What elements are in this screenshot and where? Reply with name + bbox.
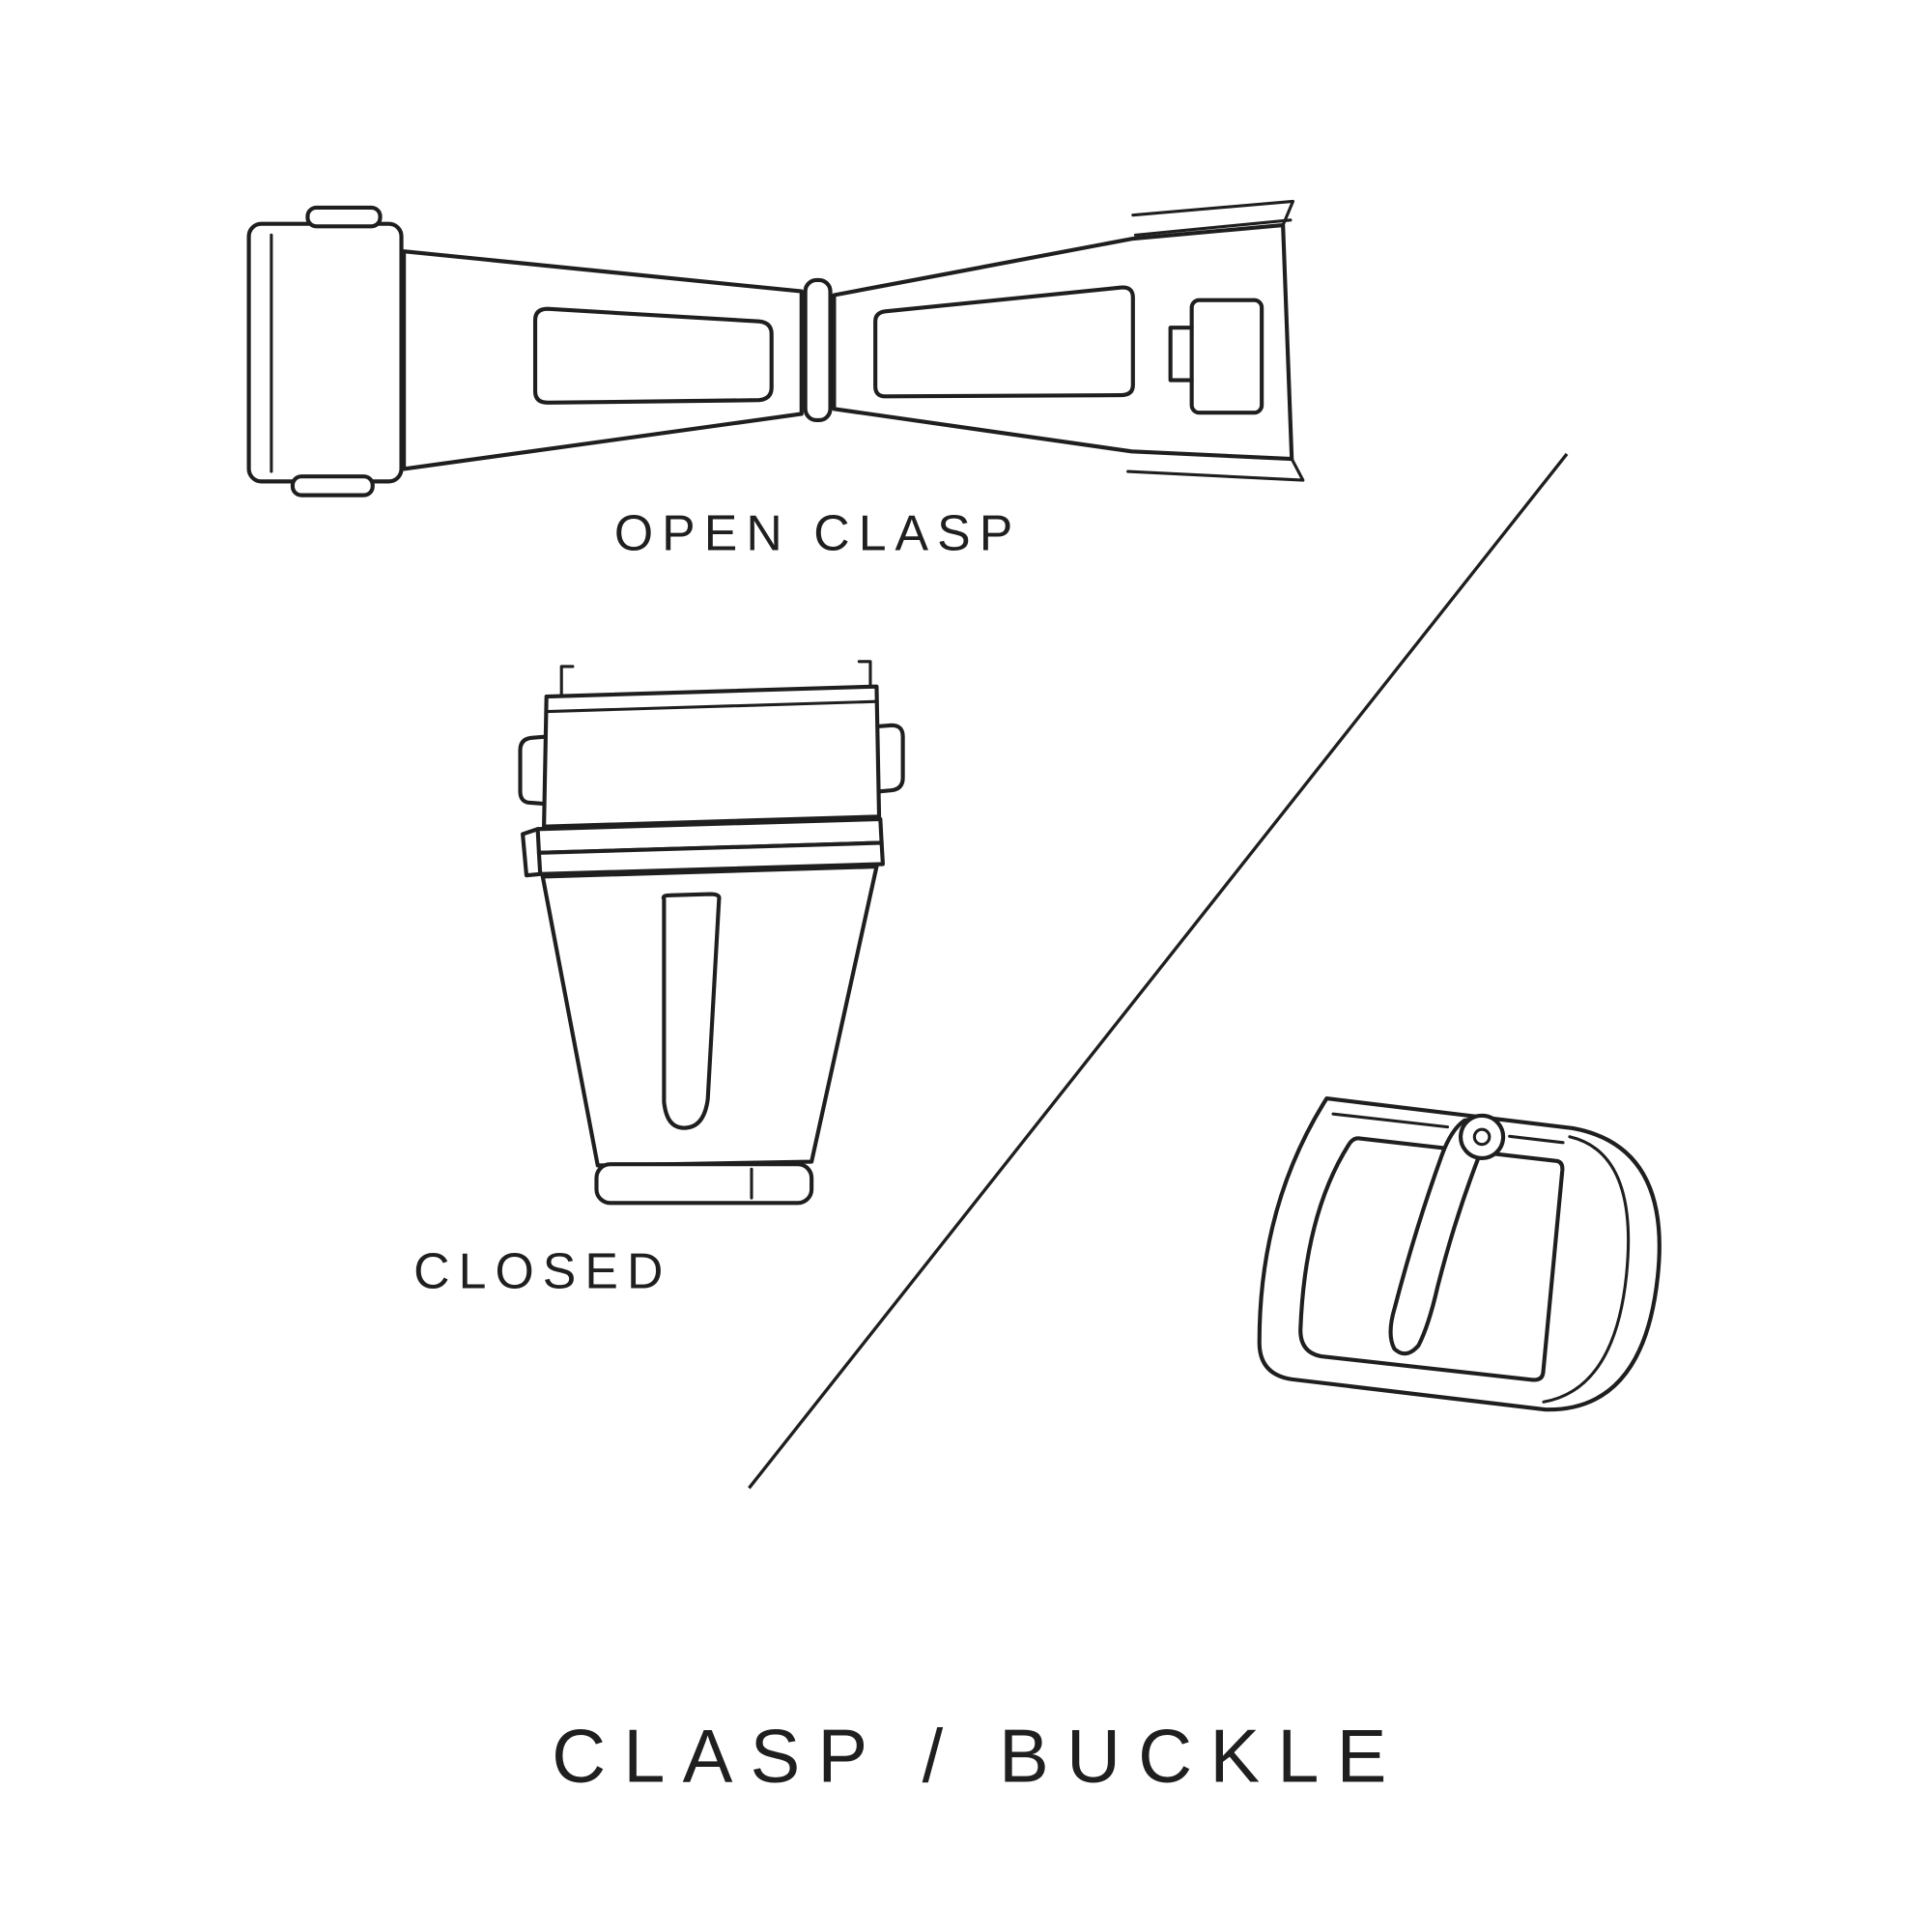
clasp-end-link-top-flange xyxy=(1131,199,1295,227)
clasp-left-arm-cutout xyxy=(532,306,774,405)
closed-clasp-strap xyxy=(540,865,879,1168)
clasp-right-arm xyxy=(832,222,1294,462)
closed-clasp-top-edge-line xyxy=(546,699,878,714)
open-clasp-illustration xyxy=(246,199,1305,497)
buckle-pin-bar-right xyxy=(1508,1134,1565,1145)
buckle-pin-bar-left xyxy=(1331,1112,1450,1129)
clasp-right-arm-cutout xyxy=(873,285,1135,399)
closed-clasp-illustration xyxy=(518,660,905,1206)
open-clasp-label: OPEN CLASP xyxy=(614,505,1021,561)
closed-clasp-left-prong xyxy=(559,665,575,697)
clasp-end-link-top-line xyxy=(1133,218,1293,237)
closed-clasp-band-lower xyxy=(536,840,885,876)
closed-clasp-top-block xyxy=(542,684,882,829)
page-title: CLASP / BUCKLE xyxy=(552,1716,1404,1799)
closed-clasp-end-bar xyxy=(594,1162,814,1206)
clasp-hook-window xyxy=(1189,298,1264,415)
clasp-end-link-bottom-flange xyxy=(1126,457,1305,482)
clasp-hook xyxy=(1168,326,1194,383)
clasp-hinge xyxy=(803,277,833,423)
closed-clasp-right-prong xyxy=(857,660,872,691)
buckle-pin-tongue xyxy=(1388,1117,1502,1356)
buckle-pin-loop-hole xyxy=(1472,1127,1492,1147)
buckle-illustration xyxy=(1257,1096,1662,1412)
buckle-roll-line xyxy=(1542,1135,1631,1404)
clasp-cover-top-tab xyxy=(305,205,383,229)
closed-clasp-left-notch xyxy=(521,827,543,878)
divider-line xyxy=(748,452,1569,1490)
closed-clasp-slot xyxy=(661,892,722,1130)
closed-clasp-right-ear xyxy=(874,723,905,794)
clasp-cover-bottom-tab xyxy=(290,474,375,497)
clasp-left-arm xyxy=(402,249,804,471)
closed-clasp-label: CLOSED xyxy=(413,1242,671,1298)
buckle-pin-loop xyxy=(1459,1113,1506,1160)
closed-clasp-left-ear xyxy=(518,734,551,807)
